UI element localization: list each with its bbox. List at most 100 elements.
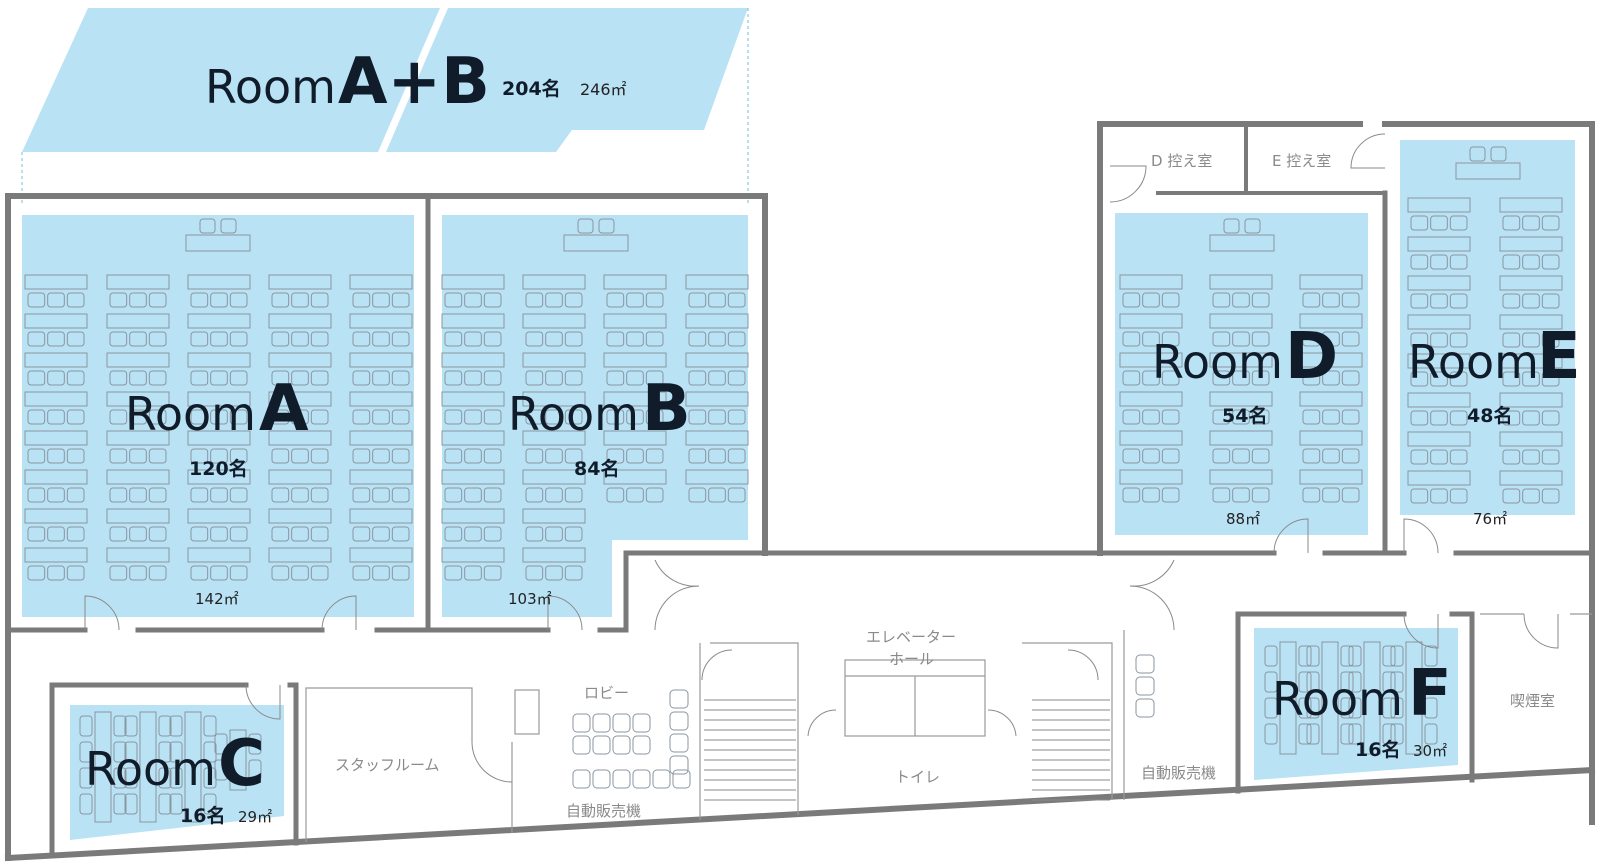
door-f	[1403, 613, 1439, 649]
lectern-chair	[598, 218, 615, 234]
chair	[1161, 331, 1180, 347]
chair	[1142, 292, 1160, 308]
desk	[1119, 352, 1183, 368]
chair	[1251, 409, 1270, 425]
lobby-bench-seat	[652, 769, 671, 789]
desk	[1407, 236, 1471, 252]
chair	[190, 565, 209, 581]
desk	[441, 508, 505, 524]
chair	[464, 526, 482, 542]
chair	[271, 370, 290, 386]
desk	[349, 469, 413, 485]
room-ab-area: 246㎡	[580, 80, 627, 99]
chair	[525, 331, 544, 347]
conference-chair	[1424, 645, 1438, 667]
chair	[66, 409, 85, 425]
chair	[1502, 371, 1521, 387]
chair	[688, 487, 707, 503]
desk	[24, 469, 88, 485]
chair	[645, 292, 664, 308]
desk	[1407, 470, 1471, 486]
conference-chair	[203, 741, 217, 763]
chair	[109, 565, 128, 581]
conference-table	[229, 729, 247, 791]
door-smoking	[1523, 613, 1559, 649]
desk	[1499, 431, 1563, 447]
chair	[1251, 292, 1270, 308]
conference-chair	[214, 759, 228, 781]
chair	[109, 409, 128, 425]
conference-chair	[1340, 645, 1354, 667]
room-b-area[interactable]	[442, 215, 748, 617]
chair	[391, 487, 410, 503]
desk	[1119, 313, 1183, 329]
chair	[564, 565, 583, 581]
chair	[1341, 370, 1360, 386]
chair	[1322, 370, 1340, 386]
chair	[1142, 448, 1160, 464]
lobby-chair	[612, 735, 631, 755]
chair	[483, 370, 502, 386]
desk	[268, 508, 332, 524]
door-a-left	[84, 595, 120, 631]
chair	[1251, 448, 1270, 464]
desk	[1407, 353, 1471, 369]
chair	[129, 331, 147, 347]
conference-chair	[1264, 723, 1278, 745]
chair	[1541, 293, 1560, 309]
desk	[603, 313, 667, 329]
chair	[564, 409, 583, 425]
chair	[1251, 370, 1270, 386]
room-e-label: Room E 48名 76㎡	[1408, 320, 1581, 528]
conference-chair	[79, 741, 93, 763]
chair	[391, 565, 410, 581]
chair	[1502, 488, 1521, 504]
desk	[1499, 314, 1563, 330]
chair	[391, 448, 410, 464]
chair	[1410, 449, 1429, 465]
chair	[229, 292, 248, 308]
chair	[129, 370, 147, 386]
desk	[349, 313, 413, 329]
chair	[1232, 487, 1250, 503]
room-ab-banner[interactable]: Room A+B 204名 246㎡	[21, 8, 749, 205]
room-e-area[interactable]	[1400, 140, 1575, 515]
chair	[645, 487, 664, 503]
conference-chair	[158, 767, 172, 789]
chair	[1502, 410, 1521, 426]
chair	[372, 370, 390, 386]
desk	[1299, 274, 1363, 290]
chair	[1341, 487, 1360, 503]
chair	[210, 409, 228, 425]
vending-machine	[1135, 676, 1155, 696]
chair	[391, 292, 410, 308]
chair	[444, 526, 463, 542]
chair	[1541, 215, 1560, 231]
chair	[464, 292, 482, 308]
chair	[66, 526, 85, 542]
desk	[441, 352, 505, 368]
chair	[606, 409, 625, 425]
label-elevator-hall-2: ホール	[889, 650, 934, 668]
room-d-area[interactable]	[1115, 213, 1368, 535]
chair	[27, 565, 46, 581]
chair	[727, 370, 746, 386]
desk	[441, 430, 505, 446]
chair	[645, 409, 664, 425]
chair	[626, 448, 644, 464]
desk	[24, 391, 88, 407]
chair	[1502, 254, 1521, 270]
room-a-word: Room	[125, 387, 256, 441]
chair	[1522, 410, 1540, 426]
wall-de-top	[1097, 121, 1363, 556]
desk	[268, 352, 332, 368]
lobby-chair	[572, 713, 591, 733]
conference-chair	[1424, 671, 1438, 693]
chair	[352, 526, 371, 542]
chair	[1541, 371, 1560, 387]
room-f-letter: F	[1408, 657, 1452, 731]
conference-chair	[1382, 645, 1396, 667]
chair	[129, 526, 147, 542]
conference-chair	[1340, 697, 1354, 719]
conference-table	[184, 711, 202, 823]
